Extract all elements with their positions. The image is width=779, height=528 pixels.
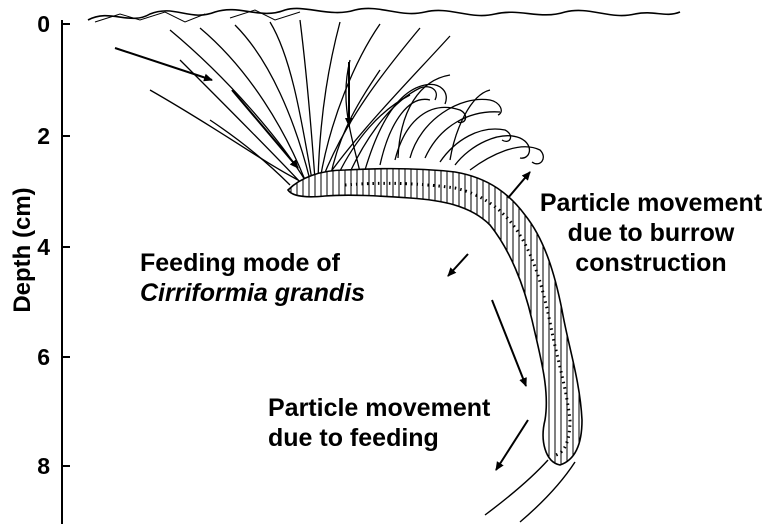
feeding-mode-label-line1: Feeding mode of	[140, 250, 340, 277]
feeding-label-line2: due to feeding	[268, 425, 439, 452]
arrow-surface-1	[115, 48, 212, 80]
arrow-burrow-down	[448, 254, 468, 276]
arrow-feeding-egest	[496, 420, 528, 470]
tick-label-2: 2	[20, 125, 50, 148]
tick-label-6: 6	[20, 346, 50, 369]
burrow-wall-right	[520, 462, 575, 522]
axis-title-text: Depth (cm)	[9, 187, 37, 312]
arrow-feeding-body	[492, 300, 526, 386]
tick-label-0: 0	[20, 13, 50, 36]
feeding-label-line1: Particle movement	[268, 395, 490, 422]
burrow-label-line2: due to burrow	[526, 220, 776, 247]
arrow-surface-2	[232, 90, 298, 168]
tick-label-8: 8	[20, 455, 50, 478]
species-name-label: Cirriformia grandis	[140, 280, 365, 307]
burrow-label-line3: construction	[526, 250, 776, 277]
burrow-label-line1: Particle movement	[526, 190, 776, 217]
feeding-tentacles	[150, 20, 543, 185]
burrow-wall-left	[485, 460, 548, 515]
